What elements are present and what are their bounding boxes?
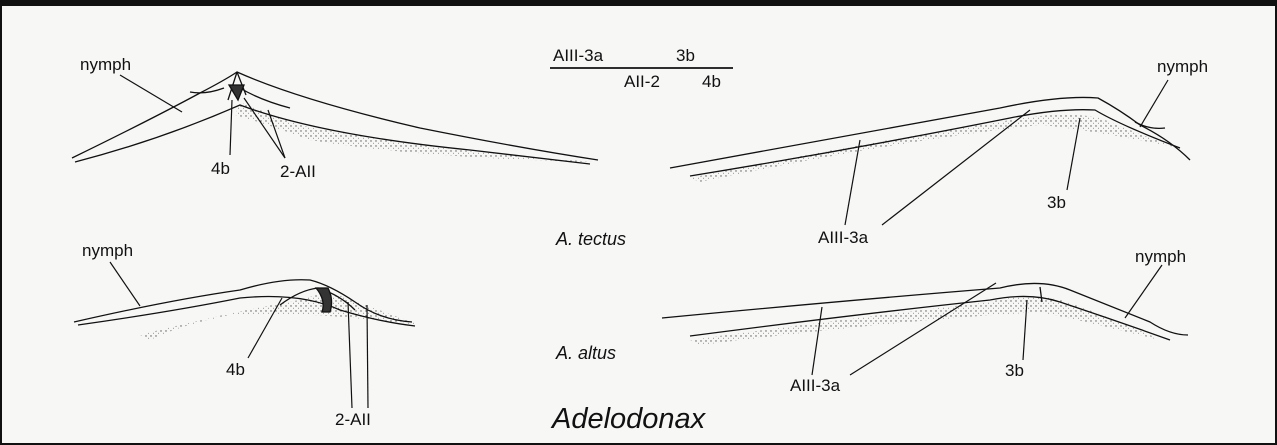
- formula-top-left: AIII-3a: [553, 47, 603, 64]
- label-aiii3a-br: AIII-3a: [790, 377, 840, 394]
- formula-top-right: 3b: [676, 47, 695, 64]
- label-4b-tl: 4b: [211, 160, 230, 177]
- formula-bottom-right: 4b: [702, 73, 721, 90]
- species-tectus: A. tectus: [556, 230, 626, 248]
- label-nymph-tl: nymph: [80, 56, 131, 73]
- altus-left-valve: [74, 280, 420, 340]
- formula-bottom-left: AII-2: [624, 73, 660, 90]
- leader-aiii3a-b-tr: [882, 110, 1030, 225]
- leader-nymph-tl: [120, 75, 182, 112]
- tectus-right-valve: [670, 97, 1190, 182]
- tectus-left-dorsal-margin: [72, 72, 598, 160]
- leader-2all-a-bl: [348, 302, 352, 408]
- tectus-right-stipple: [690, 115, 1180, 182]
- label-nymph-tr: nymph: [1157, 58, 1208, 75]
- tectus-right-leaders: [845, 80, 1168, 225]
- label-3b-br: 3b: [1005, 362, 1024, 379]
- label-nymph-br: nymph: [1135, 248, 1186, 265]
- label-2all-bl: 2-AII: [335, 411, 371, 428]
- species-altus: A. altus: [556, 344, 616, 362]
- leader-nymph-br: [1125, 265, 1162, 318]
- leader-aiii3a-b-br: [850, 283, 996, 375]
- altus-right-stipple: [690, 296, 1160, 345]
- label-nymph-bl: nymph: [82, 242, 133, 259]
- leader-aiii3a-a-br: [812, 307, 822, 375]
- label-aiii3a-tr: AIII-3a: [818, 229, 868, 246]
- label-2all-tl: 2-AII: [280, 163, 316, 180]
- label-4b-bl: 4b: [226, 361, 245, 378]
- genus-title: Adelodonax: [552, 405, 705, 434]
- altus-right-valve: [662, 283, 1188, 345]
- leader-nymph-tr: [1140, 80, 1168, 127]
- label-3b-tr: 3b: [1047, 194, 1066, 211]
- leader-nymph-bl: [110, 262, 140, 306]
- leader-2all-b-bl: [367, 305, 368, 408]
- tectus-left-tooth-fill: [229, 85, 244, 100]
- tectus-left-stipple: [235, 102, 595, 162]
- tectus-left-valve: [72, 72, 598, 164]
